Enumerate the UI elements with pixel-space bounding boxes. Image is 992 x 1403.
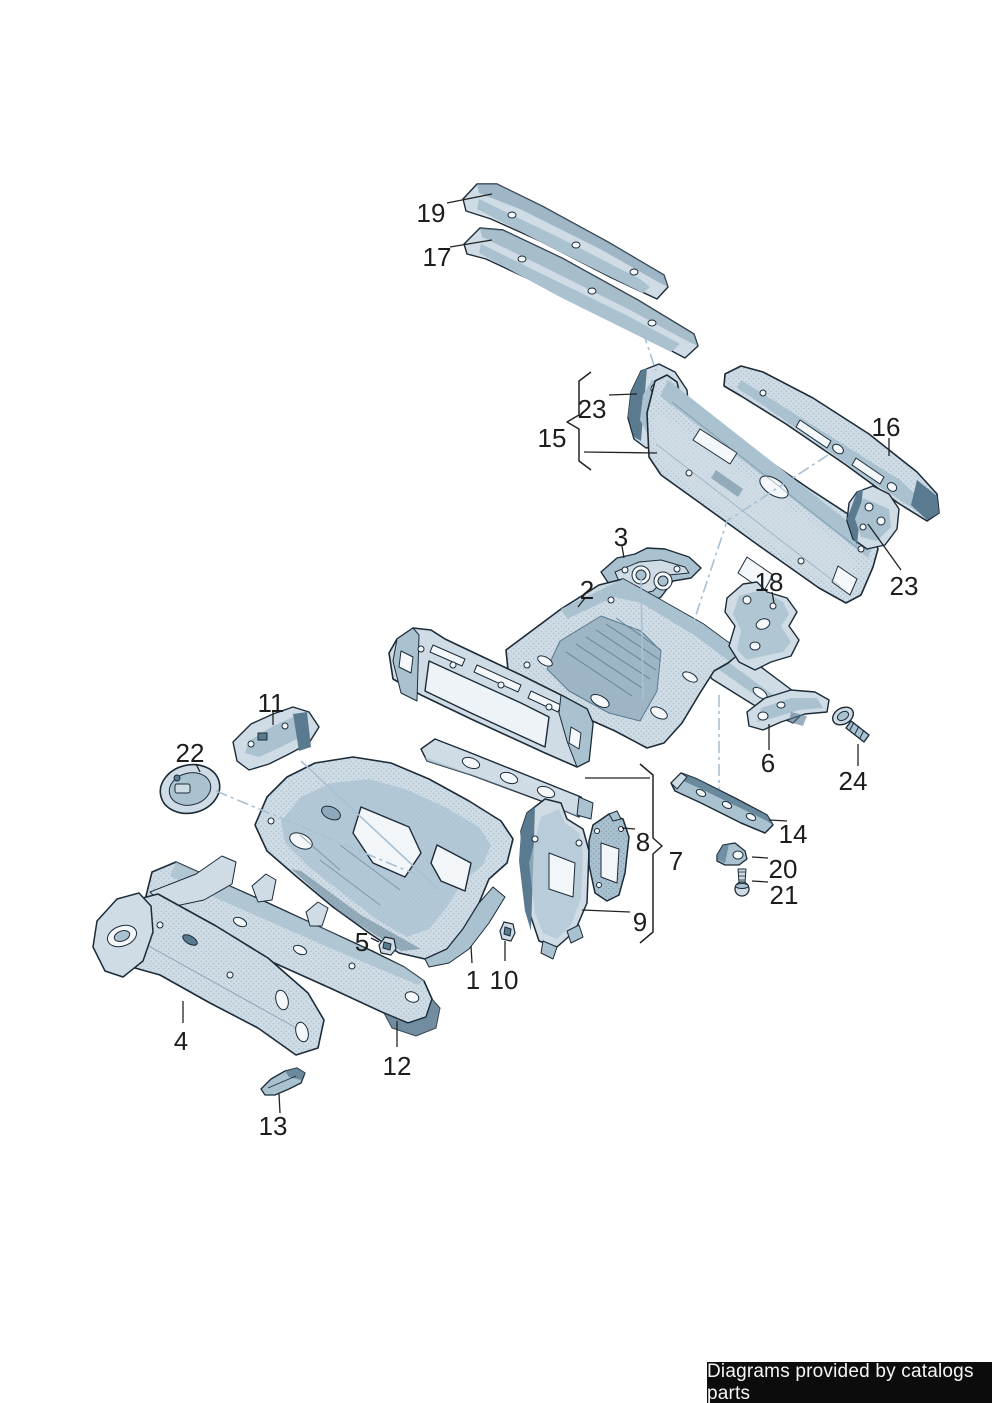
part-label-20: 20 <box>769 854 798 884</box>
part-14-drawing <box>670 772 774 834</box>
leader-line-1 <box>470 945 473 964</box>
part-12-drawing <box>145 861 441 1037</box>
part-22-drawing <box>159 763 221 815</box>
part-label-18: 18 <box>755 567 784 597</box>
part-4-drawing <box>92 855 325 1056</box>
part-6-drawing <box>746 689 830 731</box>
leader-line-21 <box>751 880 769 883</box>
part-label-10: 10 <box>490 965 519 995</box>
part-label-5: 5 <box>355 927 369 957</box>
brace-15 <box>566 371 592 471</box>
part-label-23b: 23 <box>890 571 919 601</box>
alignment-line <box>300 760 439 890</box>
part-21-drawing <box>734 868 750 897</box>
leader-line-20 <box>751 856 769 859</box>
part-18-drawing <box>724 581 800 671</box>
part-label-22: 22 <box>176 738 205 768</box>
part-label-6: 6 <box>761 748 775 778</box>
part-label-24: 24 <box>839 766 868 796</box>
part-label-17: 17 <box>423 242 452 272</box>
part-17-drawing <box>463 227 699 359</box>
part-8-drawing <box>588 810 630 902</box>
leader-line-22 <box>195 763 201 773</box>
leader-line-23a <box>608 393 638 396</box>
part-1-beam-drawing <box>420 738 594 820</box>
part-label-4: 4 <box>174 1026 188 1056</box>
part-label-19: 19 <box>417 198 446 228</box>
part-label-9: 9 <box>633 907 647 937</box>
leader-line-8 <box>621 827 636 830</box>
part-20-drawing <box>716 842 748 866</box>
part-19-drawing <box>462 183 669 300</box>
part-5-drawing <box>378 936 397 956</box>
part-label-16: 16 <box>872 412 901 442</box>
part-11-drawing <box>232 706 320 771</box>
alignment-line <box>642 331 657 372</box>
alignment-line <box>690 454 829 631</box>
part-label-14: 14 <box>779 819 808 849</box>
part-1-drawing <box>254 756 514 968</box>
part-label-21: 21 <box>770 880 799 910</box>
part-label-3: 3 <box>614 522 628 552</box>
footer-credit-text: Diagrams provided by catalogs parts <box>707 1360 974 1403</box>
part-10-drawing <box>499 921 516 942</box>
brace-7 <box>639 763 663 944</box>
alignment-line <box>215 790 416 875</box>
leader-line-13 <box>278 1093 281 1114</box>
part-23-lower-drawing <box>846 485 900 550</box>
part-24-drawing <box>831 706 870 743</box>
part-label-2: 2 <box>580 575 594 605</box>
leader-line-19 <box>446 193 493 204</box>
part-13-drawing <box>260 1067 306 1096</box>
part-15-drawing <box>646 374 879 604</box>
part-label-12: 12 <box>383 1051 412 1081</box>
part-label-11: 11 <box>258 688 285 718</box>
part-label-1: 1 <box>466 965 480 995</box>
alignment-line <box>640 576 644 701</box>
part-label-23a: 23 <box>578 394 607 424</box>
part-16-drawing <box>723 365 940 522</box>
leader-line-3 <box>621 545 625 559</box>
leader-line-15 <box>583 451 658 454</box>
footer-credit-bar: Diagrams provided by catalogs parts <box>707 1360 992 1403</box>
leader-line-5 <box>370 937 380 943</box>
leader-line-2 <box>577 597 586 608</box>
leader-line-18 <box>771 591 775 604</box>
part-label-13: 13 <box>259 1111 288 1141</box>
part-9-drawing <box>519 798 590 960</box>
part-label-15: 15 <box>538 423 567 453</box>
leader-line-9 <box>581 909 631 913</box>
leader-line-23b <box>867 523 902 571</box>
part-label-8: 8 <box>636 827 650 857</box>
leader-line-17 <box>449 239 493 248</box>
part-1-frame-drawing <box>388 627 594 768</box>
part-label-7: 7 <box>669 846 683 876</box>
leader-line-14 <box>768 819 788 822</box>
